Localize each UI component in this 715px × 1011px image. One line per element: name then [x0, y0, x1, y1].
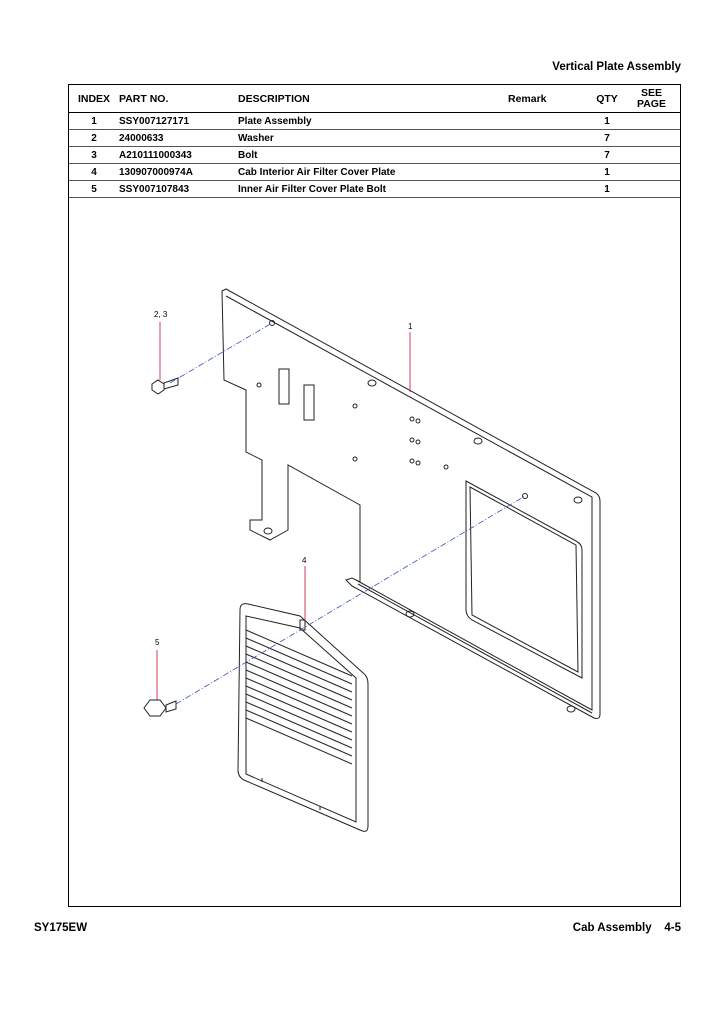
callout-4: 4 — [302, 556, 307, 565]
col-see-page-line2: PAGE — [637, 97, 666, 110]
cell-remark — [508, 129, 591, 147]
cell-remark — [508, 180, 591, 198]
cell-qty: 1 — [591, 180, 623, 198]
cell-see-page — [623, 180, 680, 198]
col-index: INDEX — [69, 85, 119, 113]
table-row: 3 A210111000343 Bolt 7 — [69, 146, 680, 164]
cell-see-page — [623, 112, 680, 130]
parts-table: INDEX PART NO. DESCRIPTION Remark QTY SE… — [69, 85, 680, 198]
footer-model: SY175EW — [34, 922, 88, 934]
cell-description: Plate Assembly — [238, 112, 508, 130]
cell-qty: 7 — [591, 146, 623, 164]
table-header-row: INDEX PART NO. DESCRIPTION Remark QTY SE… — [69, 85, 680, 113]
cell-remark — [508, 163, 591, 181]
cell-part-no: A210111000343 — [119, 146, 238, 164]
cell-index: 2 — [69, 129, 119, 147]
page-section-title: Vertical Plate Assembly — [552, 61, 681, 73]
cell-index: 4 — [69, 163, 119, 181]
parts-frame: INDEX PART NO. DESCRIPTION Remark QTY SE… — [68, 84, 681, 907]
cell-part-no: SSY007127171 — [119, 112, 238, 130]
cell-part-no: SSY007107843 — [119, 180, 238, 198]
col-part-no: PART NO. — [119, 85, 238, 113]
knob-bolt-drawing — [143, 699, 177, 717]
cell-index: 5 — [69, 180, 119, 198]
footer-page-info: Cab Assembly 4-5 — [573, 922, 681, 934]
cell-see-page — [623, 129, 680, 147]
callout-2-3: 2, 3 — [154, 310, 168, 319]
table-row: 2 24000633 Washer 7 — [69, 129, 680, 147]
col-description: DESCRIPTION — [238, 85, 508, 113]
cell-remark — [508, 112, 591, 130]
cell-description: Inner Air Filter Cover Plate Bolt — [238, 180, 508, 198]
cell-part-no: 130907000974A — [119, 163, 238, 181]
assembly-guide-lines — [169, 322, 526, 705]
table-row: 1 SSY007127171 Plate Assembly 1 — [69, 112, 680, 130]
table-row: 4 130907000974A Cab Interior Air Filter … — [69, 163, 680, 181]
callout-5: 5 — [155, 638, 160, 647]
cell-description: Bolt — [238, 146, 508, 164]
cell-qty: 1 — [591, 163, 623, 181]
cell-index: 1 — [69, 112, 119, 130]
footer-page-number: 4-5 — [664, 922, 681, 934]
air-filter-cover-drawing — [237, 603, 369, 832]
cell-qty: 7 — [591, 129, 623, 147]
col-qty: QTY — [591, 85, 623, 113]
col-see-page-line1: SEE — [640, 86, 662, 99]
footer-section: Cab Assembly — [572, 922, 652, 934]
cell-index: 3 — [69, 146, 119, 164]
col-remark: Remark — [508, 85, 591, 113]
cell-qty: 1 — [591, 112, 623, 130]
cell-description: Cab Interior Air Filter Cover Plate — [238, 163, 508, 181]
callout-leaders — [156, 322, 411, 700]
cell-description: Washer — [238, 129, 508, 147]
col-see-page: SEE PAGE — [623, 85, 680, 113]
vertical-plate-drawing — [221, 288, 601, 719]
cell-see-page — [623, 163, 680, 181]
cell-remark — [508, 146, 591, 164]
callout-1: 1 — [408, 322, 413, 331]
cell-see-page — [623, 146, 680, 164]
table-row: 5 SSY007107843 Inner Air Filter Cover Pl… — [69, 180, 680, 198]
cell-part-no: 24000633 — [119, 129, 238, 147]
